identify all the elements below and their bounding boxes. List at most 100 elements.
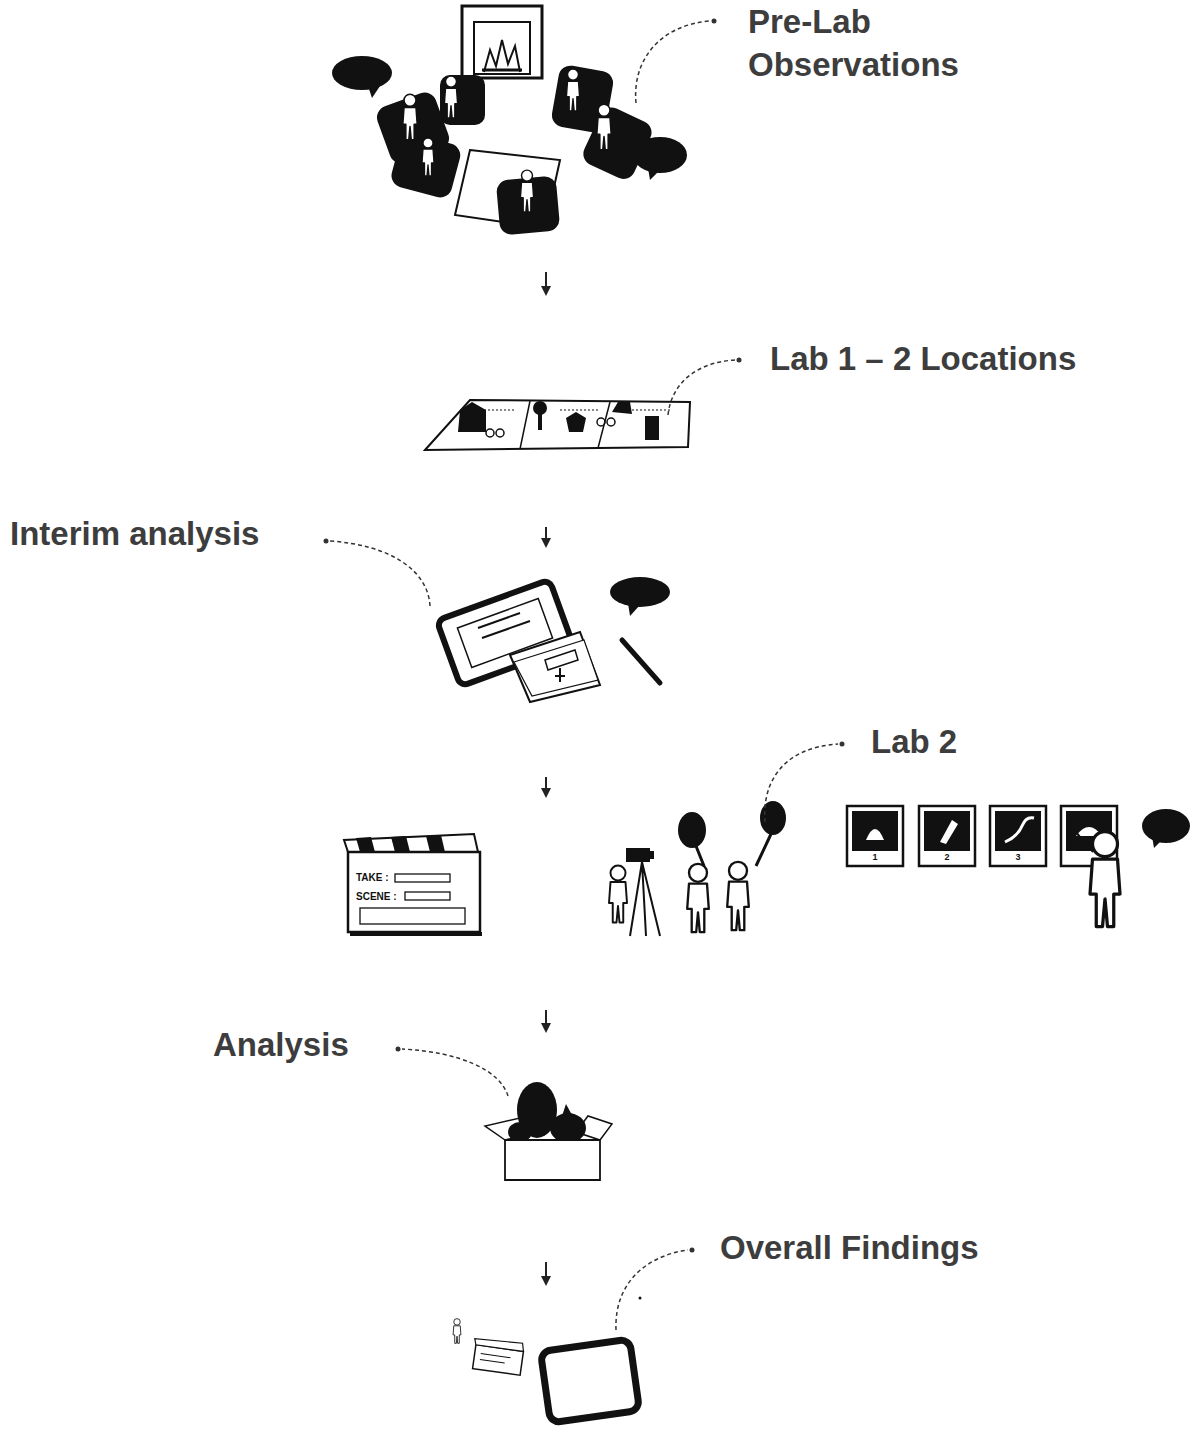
fireside-scene xyxy=(403,94,417,140)
fireside-scene xyxy=(597,104,611,150)
fireside-scene xyxy=(444,76,457,118)
fireside-scene xyxy=(389,131,463,200)
leader-line xyxy=(330,541,430,606)
process-stage: Analysis xyxy=(0,1035,1193,1260)
notes-and-tablet xyxy=(555,668,565,682)
fireside-scene xyxy=(332,6,687,236)
filming-scene xyxy=(630,862,660,936)
process-stage: Lab 2 xyxy=(0,800,1193,1008)
findings-devices xyxy=(453,1319,461,1344)
filming-scene xyxy=(609,801,786,936)
map-mat xyxy=(496,429,504,437)
clapboard-field: TAKE : xyxy=(356,872,389,883)
map-mat xyxy=(480,410,670,411)
storyboard xyxy=(924,811,970,851)
stage-label: Analysis xyxy=(213,1023,349,1066)
leader-line xyxy=(402,1049,508,1096)
process-stage: Lab 1 – 2 Locations xyxy=(0,298,1193,525)
frame-number: 3 xyxy=(1013,853,1023,863)
fireside-scene xyxy=(462,6,542,78)
notes-and-tablet xyxy=(622,640,660,683)
leader-dot xyxy=(690,1248,695,1253)
notes-and-tablet xyxy=(628,603,640,616)
arrow-head xyxy=(541,1023,551,1033)
clapboard xyxy=(344,834,482,934)
leader-line xyxy=(636,21,710,103)
arrow-shaft xyxy=(545,272,547,288)
clapboard xyxy=(344,834,478,852)
clapboard xyxy=(356,837,375,852)
findings-devices xyxy=(453,1297,641,1423)
stage-label: Pre-Lab Observations xyxy=(748,0,998,86)
filming-scene xyxy=(696,846,704,866)
leader-dot xyxy=(712,19,717,24)
leader-dot xyxy=(396,1047,401,1052)
map-mat xyxy=(486,429,494,437)
leader-dot xyxy=(737,358,742,363)
filming-scene xyxy=(626,848,650,862)
frame-number: 1 xyxy=(870,853,880,863)
fireside-scene xyxy=(633,137,687,173)
storyboard xyxy=(866,829,884,840)
leader-line xyxy=(668,360,735,415)
map-mat xyxy=(538,412,542,430)
storyboard xyxy=(847,806,903,866)
filming-scene xyxy=(756,834,771,866)
arrow-head xyxy=(541,538,551,548)
leader-dot xyxy=(324,539,329,544)
fireside-scene xyxy=(566,69,579,111)
process-stage: Overall Findings xyxy=(0,1288,1193,1435)
storyboard xyxy=(852,811,898,851)
analysis-box xyxy=(485,1082,612,1180)
analysis-box xyxy=(505,1140,600,1180)
findings-devices xyxy=(480,1354,511,1364)
flow-arrow xyxy=(541,272,551,296)
arrow-shaft xyxy=(545,1262,547,1278)
fireside-scene xyxy=(648,168,660,180)
flow-arrow xyxy=(541,1262,551,1286)
map-mat xyxy=(458,402,486,432)
arrow-head xyxy=(541,1276,551,1286)
leader-line xyxy=(330,21,838,1330)
filming-scene xyxy=(727,862,749,930)
stage-label: Overall Findings xyxy=(720,1226,979,1269)
flow-arrow xyxy=(541,527,551,548)
analysis-box xyxy=(562,1104,572,1116)
arrow-head xyxy=(541,788,551,798)
fireside-scene xyxy=(482,69,522,72)
notes-and-tablet xyxy=(514,640,598,696)
map-mat xyxy=(425,400,690,450)
storyboard xyxy=(940,820,958,844)
filming-scene xyxy=(687,864,709,932)
fireside-scene xyxy=(422,138,434,176)
map-mat xyxy=(645,416,659,440)
notes-and-tablet xyxy=(545,650,578,670)
findings-devices xyxy=(474,1337,525,1352)
clapboard-field: SCENE : xyxy=(356,891,397,902)
clapboard xyxy=(350,932,482,936)
leader-dot xyxy=(840,742,845,747)
leader-line xyxy=(765,744,838,822)
map-mat xyxy=(607,418,615,426)
filming-scene xyxy=(760,801,786,835)
notes-and-tablet xyxy=(510,632,600,702)
storyboard xyxy=(1152,836,1162,848)
storyboard xyxy=(995,811,1041,851)
stage-label: Lab 1 – 2 Locations xyxy=(770,337,1076,380)
analysis-box xyxy=(505,1139,600,1141)
notes-and-tablet xyxy=(437,577,670,702)
fireside-scene xyxy=(484,40,520,72)
fireside-scene xyxy=(332,56,392,90)
storyboard xyxy=(1142,809,1190,843)
filming-scene xyxy=(678,812,706,848)
storyboard xyxy=(847,806,1190,927)
filming-scene xyxy=(648,851,654,859)
map-mat xyxy=(566,412,586,432)
flow-arrow xyxy=(541,777,551,798)
clapboard xyxy=(426,835,445,852)
fireside-scene xyxy=(440,75,485,125)
process-stage: Pre-Lab Observations xyxy=(0,0,1193,270)
flow-arrow xyxy=(541,1010,551,1033)
